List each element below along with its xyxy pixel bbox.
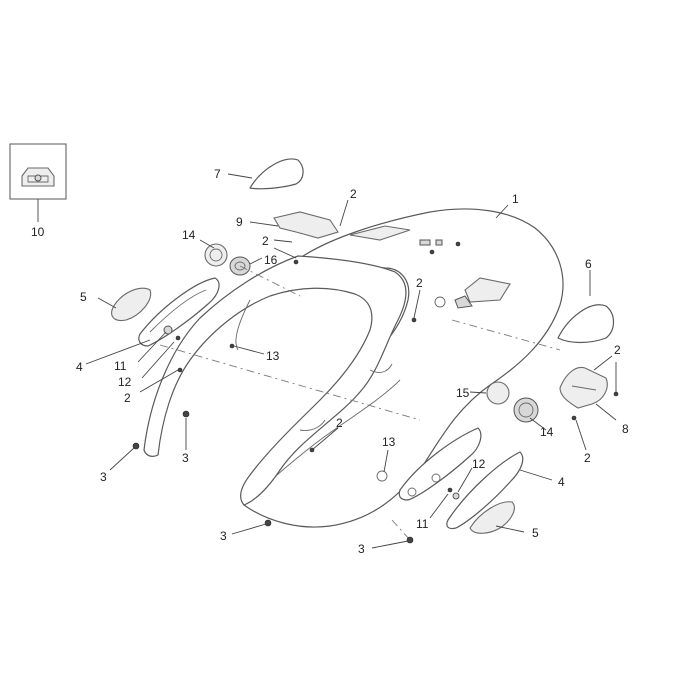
screw-2-left xyxy=(177,367,183,373)
callout-6: 6 xyxy=(585,257,592,271)
screw-3d xyxy=(406,536,414,544)
callout-16: 16 xyxy=(264,253,278,267)
callout-2: 2 xyxy=(124,391,131,405)
callout-13: 13 xyxy=(266,349,280,363)
callout-5: 5 xyxy=(532,526,539,540)
callout-11: 11 xyxy=(114,359,127,373)
callout-2: 2 xyxy=(262,234,269,248)
callout-9: 9 xyxy=(236,215,243,229)
callout-3: 3 xyxy=(358,542,365,556)
screw-3c xyxy=(264,519,272,527)
callout-7: 7 xyxy=(214,167,221,181)
screw-2-mid xyxy=(411,317,417,323)
callout-3: 3 xyxy=(220,529,227,543)
screw-2-right xyxy=(571,415,577,421)
cap-part-6 xyxy=(557,304,615,344)
callout-labels: 1 2 2 2 2 2 2 2 3 3 3 3 4 4 5 5 6 7 8 9 … xyxy=(31,167,629,556)
callout-4: 4 xyxy=(558,475,565,489)
rear-body-shell-part-1 xyxy=(243,208,564,528)
callout-2: 2 xyxy=(336,416,343,430)
callout-3: 3 xyxy=(100,470,107,484)
callout-14: 14 xyxy=(540,425,554,439)
light-unit-right-14-15 xyxy=(486,381,539,423)
screw-3a xyxy=(132,442,140,450)
callout-11: 11 xyxy=(416,517,429,531)
callout-3: 3 xyxy=(182,451,189,465)
light-unit-left-14-16 xyxy=(204,243,251,276)
right-reflector-assembly xyxy=(376,427,524,534)
callout-2: 2 xyxy=(614,343,621,357)
callout-2: 2 xyxy=(416,276,423,290)
callout-13: 13 xyxy=(382,435,396,449)
left-reflector-assembly xyxy=(111,277,220,347)
screw-2-top xyxy=(293,259,299,265)
callout-12: 12 xyxy=(472,457,486,471)
cap-part-7 xyxy=(249,158,304,190)
callout-14: 14 xyxy=(182,228,196,242)
callout-5: 5 xyxy=(80,290,87,304)
callout-8: 8 xyxy=(622,422,629,436)
callout-4: 4 xyxy=(76,360,83,374)
callout-10: 10 xyxy=(31,225,45,239)
callout-2: 2 xyxy=(350,187,357,201)
callout-12: 12 xyxy=(118,375,132,389)
callout-1: 1 xyxy=(512,192,519,206)
callout-15: 15 xyxy=(456,386,470,400)
screw-3b xyxy=(182,410,190,418)
bracket-part-9 xyxy=(273,211,339,239)
inset-box-part-10 xyxy=(9,143,67,222)
screw-13-left xyxy=(229,343,235,349)
screw-2-right-b xyxy=(613,391,619,397)
leader-lines xyxy=(85,173,617,549)
callout-2: 2 xyxy=(584,451,591,465)
